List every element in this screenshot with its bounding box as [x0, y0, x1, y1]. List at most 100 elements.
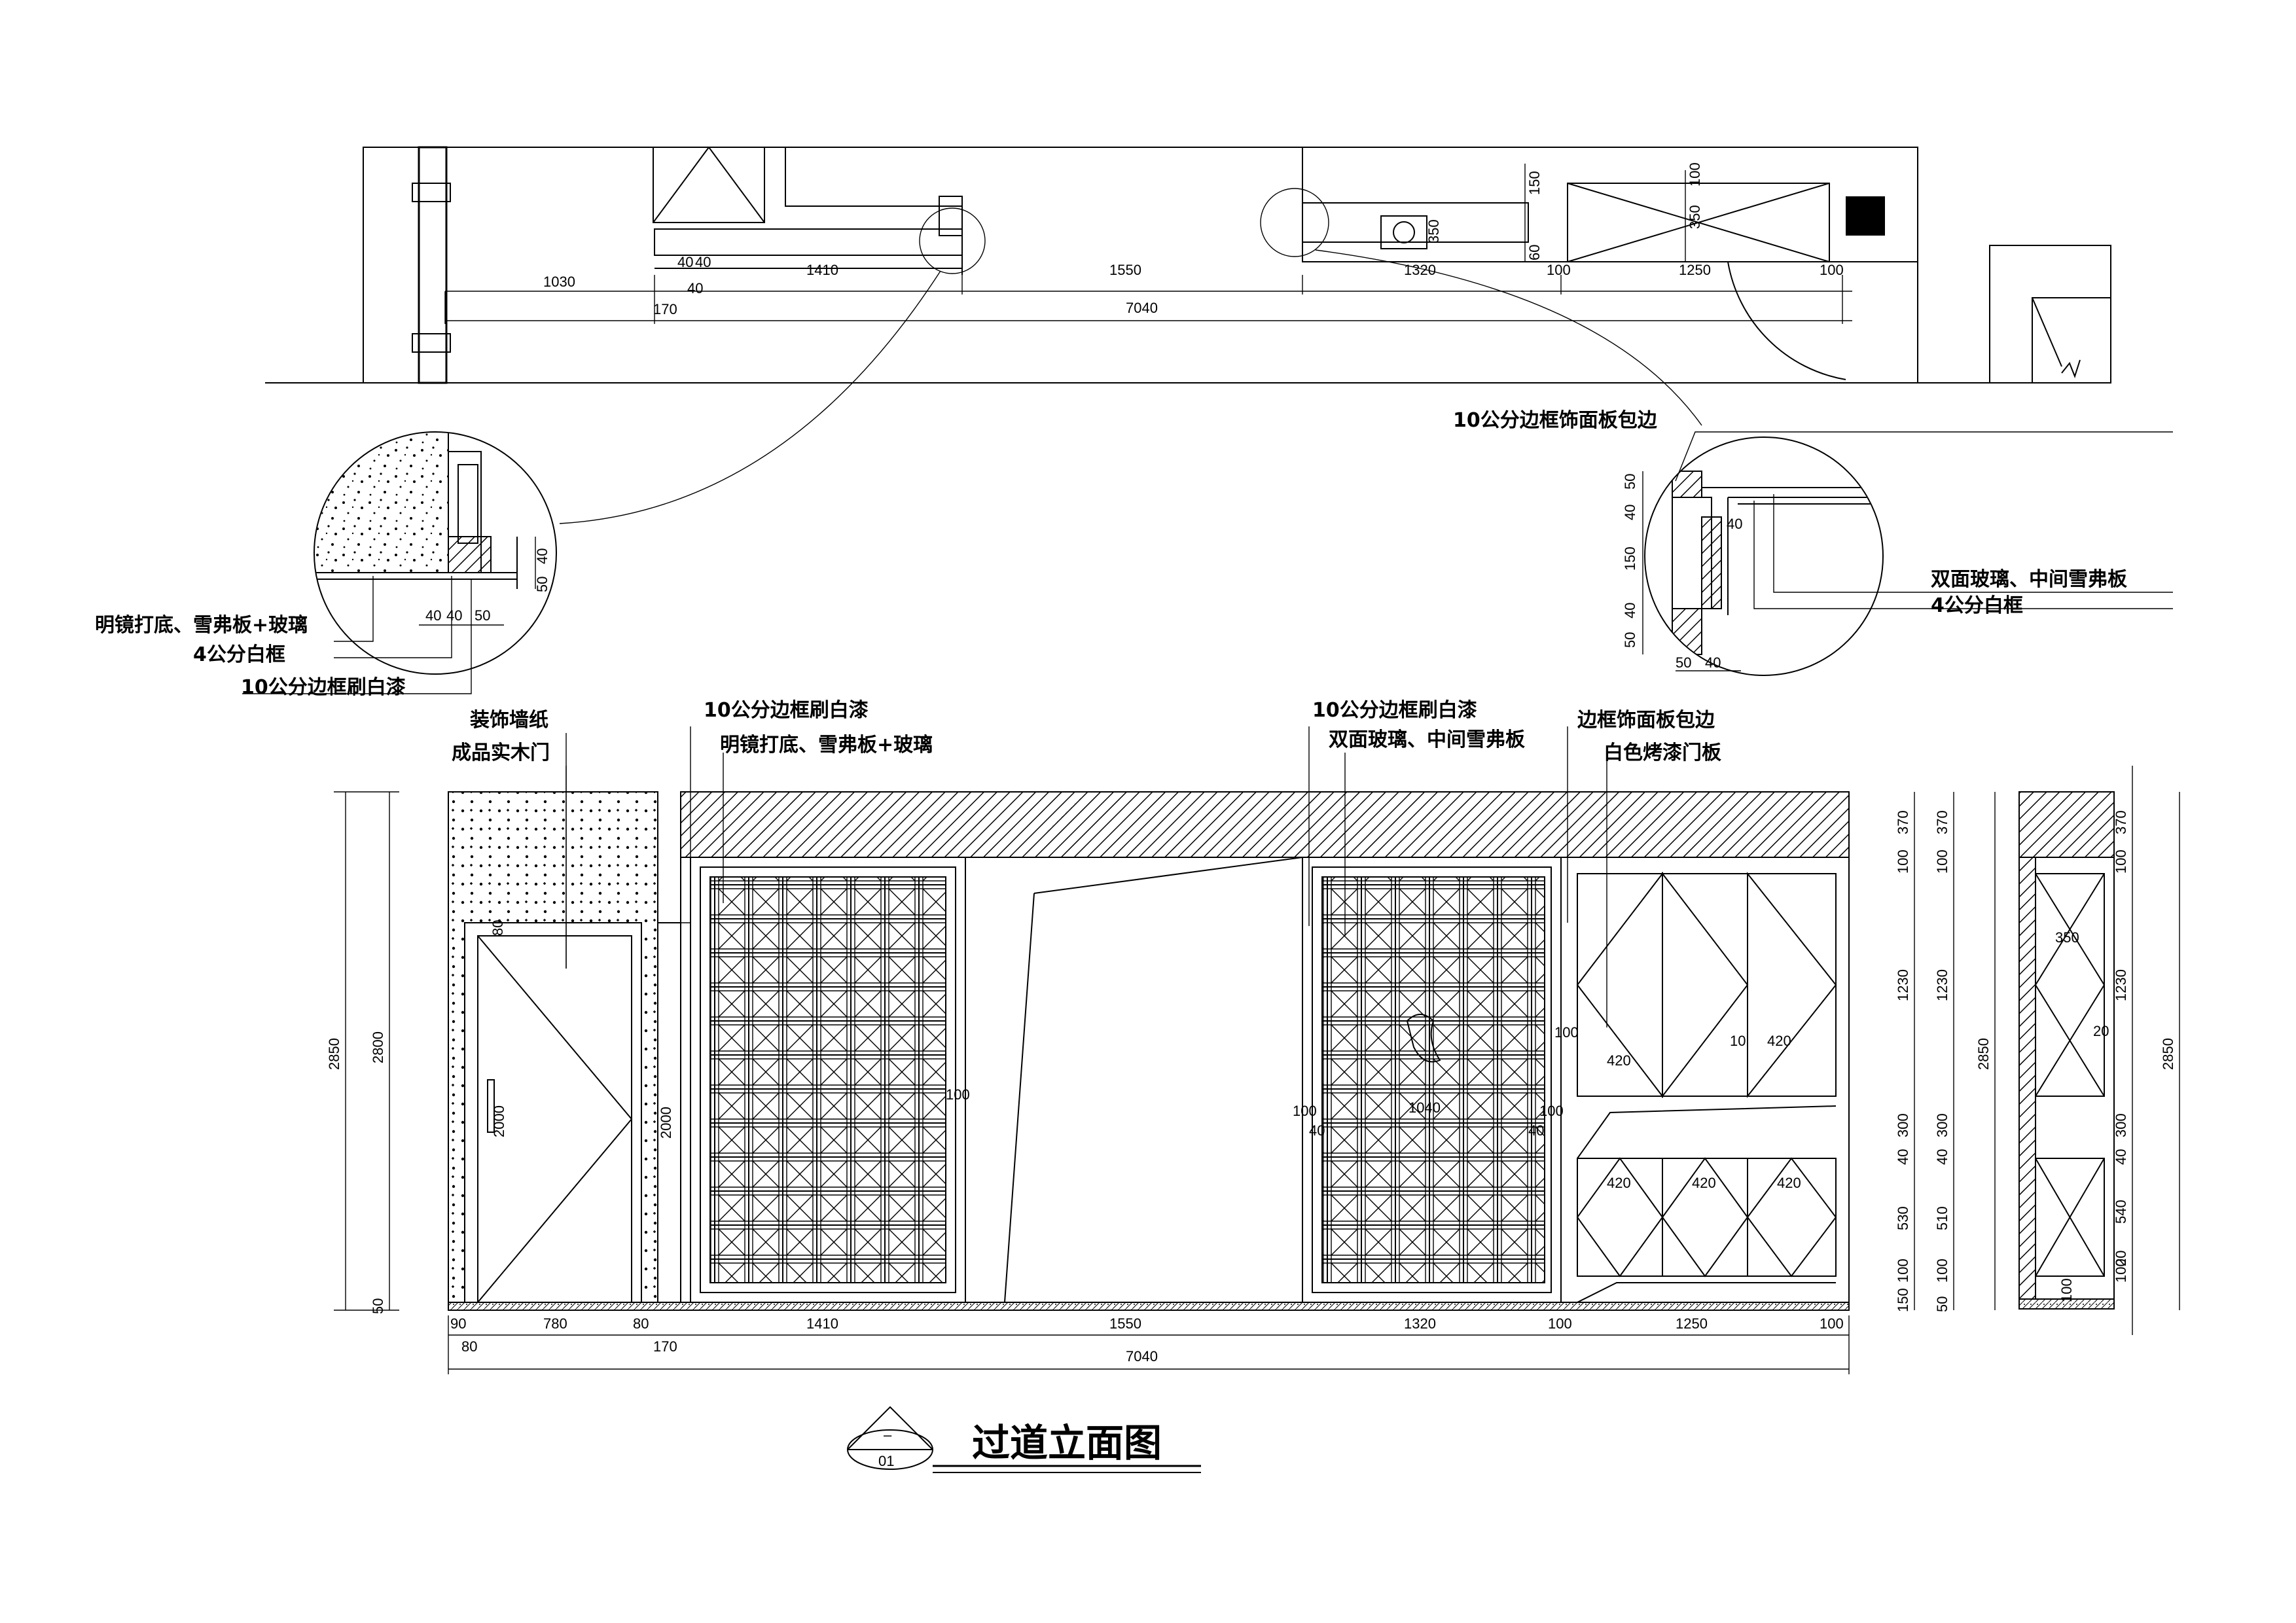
main-elevation: 80 2000 2000 100 100 40 1040 100 40 100 …	[326, 699, 1996, 1374]
sec-dim-2850: 2850	[2160, 1038, 2176, 1070]
plan-dim-170: 170	[653, 301, 677, 317]
sheet-mark: –	[884, 1427, 892, 1443]
elev-r-100d: 100	[1934, 1258, 1950, 1283]
side-section: 370 100 1230 300 40 540 20 100 350 20 28…	[2018, 766, 2180, 1335]
detail-left: 40 40 50 40 50 明镜打底、雪弗板+玻璃 4公分白框 10公分边框刷…	[95, 431, 557, 699]
cab-dim-420c: 420	[1607, 1175, 1631, 1191]
bottom-dim-100b: 100	[1820, 1315, 1844, 1332]
cab-dim-420e: 420	[1777, 1175, 1801, 1191]
plan-dim-1410: 1410	[806, 262, 838, 278]
label-frame-panel-wrap: 边框饰面板包边	[1577, 709, 1715, 732]
plan-view: 1030 1410 1550 1320 1250 7040 170 40 40 …	[265, 146, 2111, 524]
elev-r-100a: 100	[1895, 849, 1911, 874]
detail-right-dim-v50a: 50	[1622, 474, 1638, 490]
detail-right-dim-h40a: 40	[1727, 516, 1742, 532]
sec-dim-350: 350	[2055, 929, 2079, 946]
elev-r-300a: 300	[1895, 1113, 1911, 1137]
elev-r-300b: 300	[1934, 1113, 1950, 1137]
detail-right-dim-v150: 150	[1622, 546, 1638, 571]
cab-dim-420a: 420	[1607, 1052, 1631, 1069]
detail-left-dim-v40: 40	[534, 548, 550, 564]
label-mirror-elev: 明镜打底、雪弗板+玻璃	[720, 734, 933, 757]
label-white-baked-door: 白色烤漆门板	[1604, 741, 1721, 764]
elev-r-150: 150	[1895, 1288, 1911, 1312]
label-white-frame-left: 4公分白框	[193, 643, 285, 666]
label-frame-paint-a: 10公分边框刷白漆	[704, 699, 869, 722]
label-white-frame-right: 4公分白框	[1931, 594, 2023, 617]
plan-dim-100c: 100	[1687, 162, 1703, 187]
mirror-dim-100: 100	[946, 1086, 970, 1103]
detail-right-dim-v40a: 40	[1622, 505, 1638, 520]
plan-dim-1030: 1030	[543, 274, 575, 290]
plan-dim-40b: 40	[695, 254, 711, 270]
elev-r-40a: 40	[1895, 1149, 1911, 1165]
door-dim-2000b: 2000	[658, 1107, 674, 1139]
elev-r-2850: 2850	[1975, 1038, 1992, 1070]
detail-right: 50 40 150 40 50 50 40 40 10公分边框饰面板包边 双面玻…	[1453, 409, 2173, 676]
elev-dim-50-left: 50	[370, 1298, 386, 1314]
cab-dim-10: 10	[1730, 1033, 1746, 1049]
elev-dim-2800: 2800	[370, 1031, 386, 1063]
detail-left-dim-v50: 50	[534, 577, 550, 592]
bottom-dim-780: 780	[543, 1315, 567, 1332]
elev-dim-2850-left: 2850	[326, 1038, 342, 1070]
bottom-dim-100a: 100	[1548, 1315, 1572, 1332]
plan-dim-150: 150	[1526, 171, 1543, 195]
cab-dim-420d: 420	[1692, 1175, 1716, 1191]
bottom-dim-1250: 1250	[1676, 1315, 1708, 1332]
door-dim-2000a: 2000	[491, 1105, 507, 1137]
plan-dim-100b: 100	[1820, 262, 1844, 278]
plan-dim-1320: 1320	[1404, 262, 1436, 278]
plan-dim-1550: 1550	[1109, 262, 1141, 278]
elev-r-100b: 100	[1895, 1258, 1911, 1283]
detail-right-dim-h50: 50	[1676, 654, 1691, 671]
detail-right-dim-h40b: 40	[1705, 654, 1721, 671]
sec-dim-300: 300	[2113, 1113, 2129, 1137]
detail-left-dim-50: 50	[475, 607, 490, 624]
glass-dim-100a: 100	[1293, 1103, 1317, 1119]
label-solid-wood-door: 成品实木门	[452, 741, 550, 764]
label-double-glass-elev: 双面玻璃、中间雪弗板	[1329, 728, 1525, 751]
sec-dim-40: 40	[2113, 1149, 2129, 1165]
label-double-glass-right: 双面玻璃、中间雪弗板	[1931, 568, 2127, 591]
title-block: – 01 过道立面图	[847, 1406, 1201, 1473]
bottom-dim-80a: 80	[633, 1315, 649, 1332]
label-frame-paint-b: 10公分边框刷白漆	[1312, 699, 1477, 722]
sec-dim-20a: 20	[2113, 1251, 2129, 1266]
bottom-dim-1410: 1410	[806, 1315, 838, 1332]
elev-r-50: 50	[1934, 1296, 1950, 1312]
sec-dim-100c: 100	[2113, 1258, 2129, 1283]
plan-dim-60: 60	[1526, 245, 1543, 260]
sec-dim-370: 370	[2113, 810, 2129, 834]
plan-dim-350a: 350	[1426, 219, 1442, 243]
bottom-dim-1320: 1320	[1404, 1315, 1436, 1332]
plan-dim-100a: 100	[1547, 262, 1571, 278]
detail-left-dim-40a: 40	[425, 607, 441, 624]
detail-right-dim-v50b: 50	[1622, 632, 1638, 648]
elev-r-40b: 40	[1934, 1149, 1950, 1165]
cab-dim-100: 100	[1554, 1024, 1579, 1041]
sec-dim-540: 540	[2113, 1200, 2129, 1224]
bottom-dim-80b: 80	[461, 1338, 477, 1355]
label-wallpaper: 装饰墙纸	[470, 709, 548, 732]
detail-left-dim-40b: 40	[446, 607, 462, 624]
detail-right-dim-v40b: 40	[1622, 603, 1638, 618]
bottom-dim-1550: 1550	[1109, 1315, 1141, 1332]
bottom-dim-90: 90	[450, 1315, 466, 1332]
elev-r-370a: 370	[1895, 810, 1911, 834]
drawing-title: 过道立面图	[972, 1421, 1162, 1465]
glass-dim-100b: 100	[1539, 1103, 1564, 1119]
elev-r-510: 510	[1934, 1206, 1950, 1230]
cab-dim-420b: 420	[1767, 1033, 1791, 1049]
plan-dim-350b: 350	[1687, 205, 1703, 229]
sheet-number: 01	[878, 1453, 894, 1469]
sec-dim-100a: 100	[2113, 849, 2129, 874]
elev-r-100c: 100	[1934, 849, 1950, 874]
plan-dim-1250: 1250	[1679, 262, 1711, 278]
label-mirror-detail-left: 明镜打底、雪弗板+玻璃	[95, 614, 308, 637]
glass-dim-40b: 40	[1528, 1122, 1544, 1139]
sec-dim-100b: 100	[2058, 1278, 2075, 1302]
elev-r-370b: 370	[1934, 810, 1950, 834]
elev-r-1230b: 1230	[1934, 969, 1950, 1001]
